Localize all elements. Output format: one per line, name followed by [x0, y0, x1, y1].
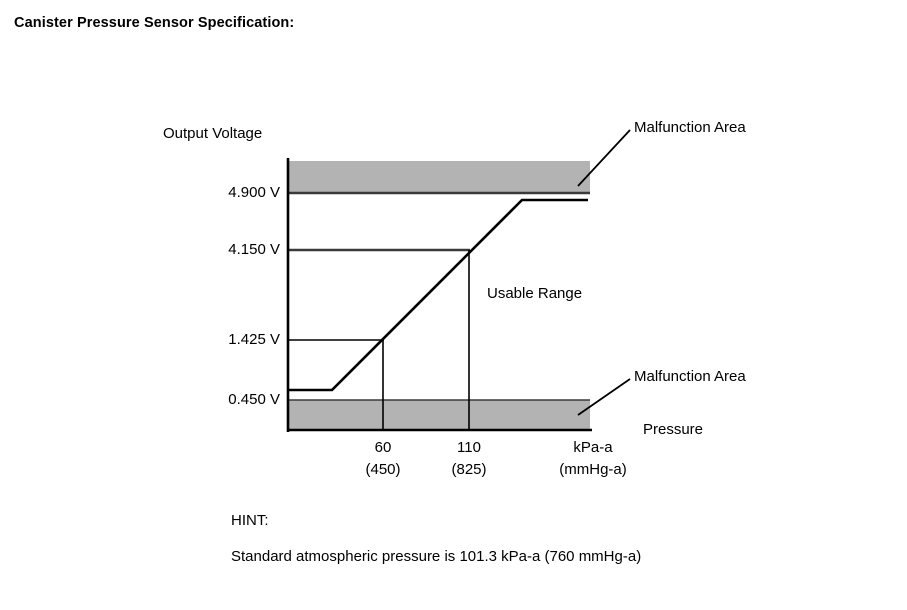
malfunction-band-lower	[288, 400, 590, 430]
y-tick-label-4150v: 4.150 V	[228, 241, 280, 258]
y-tick-label-0450v: 0.450 V	[228, 391, 280, 408]
usable-range-label: Usable Range	[487, 285, 583, 302]
x-unit-label-kpa: kPa-a	[573, 439, 613, 456]
sensor-output-curve	[288, 198, 588, 392]
x-unit-label-mmhg: (mmHg-a)	[559, 461, 627, 478]
x-tick-label-450: (450)	[365, 461, 401, 478]
page-title: Canister Pressure Sensor Specification:	[14, 15, 295, 31]
x-tick-label-60: 60	[374, 439, 392, 456]
x-tick-label-110: 110	[457, 439, 481, 456]
y-tick-label-1425v: 1.425 V	[228, 331, 280, 348]
malfunction-band-upper	[288, 161, 590, 193]
leader-line-malfunction-lower	[577, 378, 631, 416]
hint-label: HINT:	[231, 512, 269, 529]
x-axis-title: Pressure	[643, 421, 704, 438]
hint-text: Standard atmospheric pressure is 101.3 k…	[231, 548, 642, 565]
x-tick-label-825: (825)	[451, 461, 487, 478]
malfunction-area-label-upper: Malfunction Area	[634, 119, 746, 136]
leader-line-malfunction-upper	[577, 129, 631, 187]
y-axis-title: Output Voltage	[163, 125, 263, 142]
malfunction-area-label-lower: Malfunction Area	[634, 368, 746, 385]
y-tick-label-4900v: 4.900 V	[228, 184, 280, 201]
